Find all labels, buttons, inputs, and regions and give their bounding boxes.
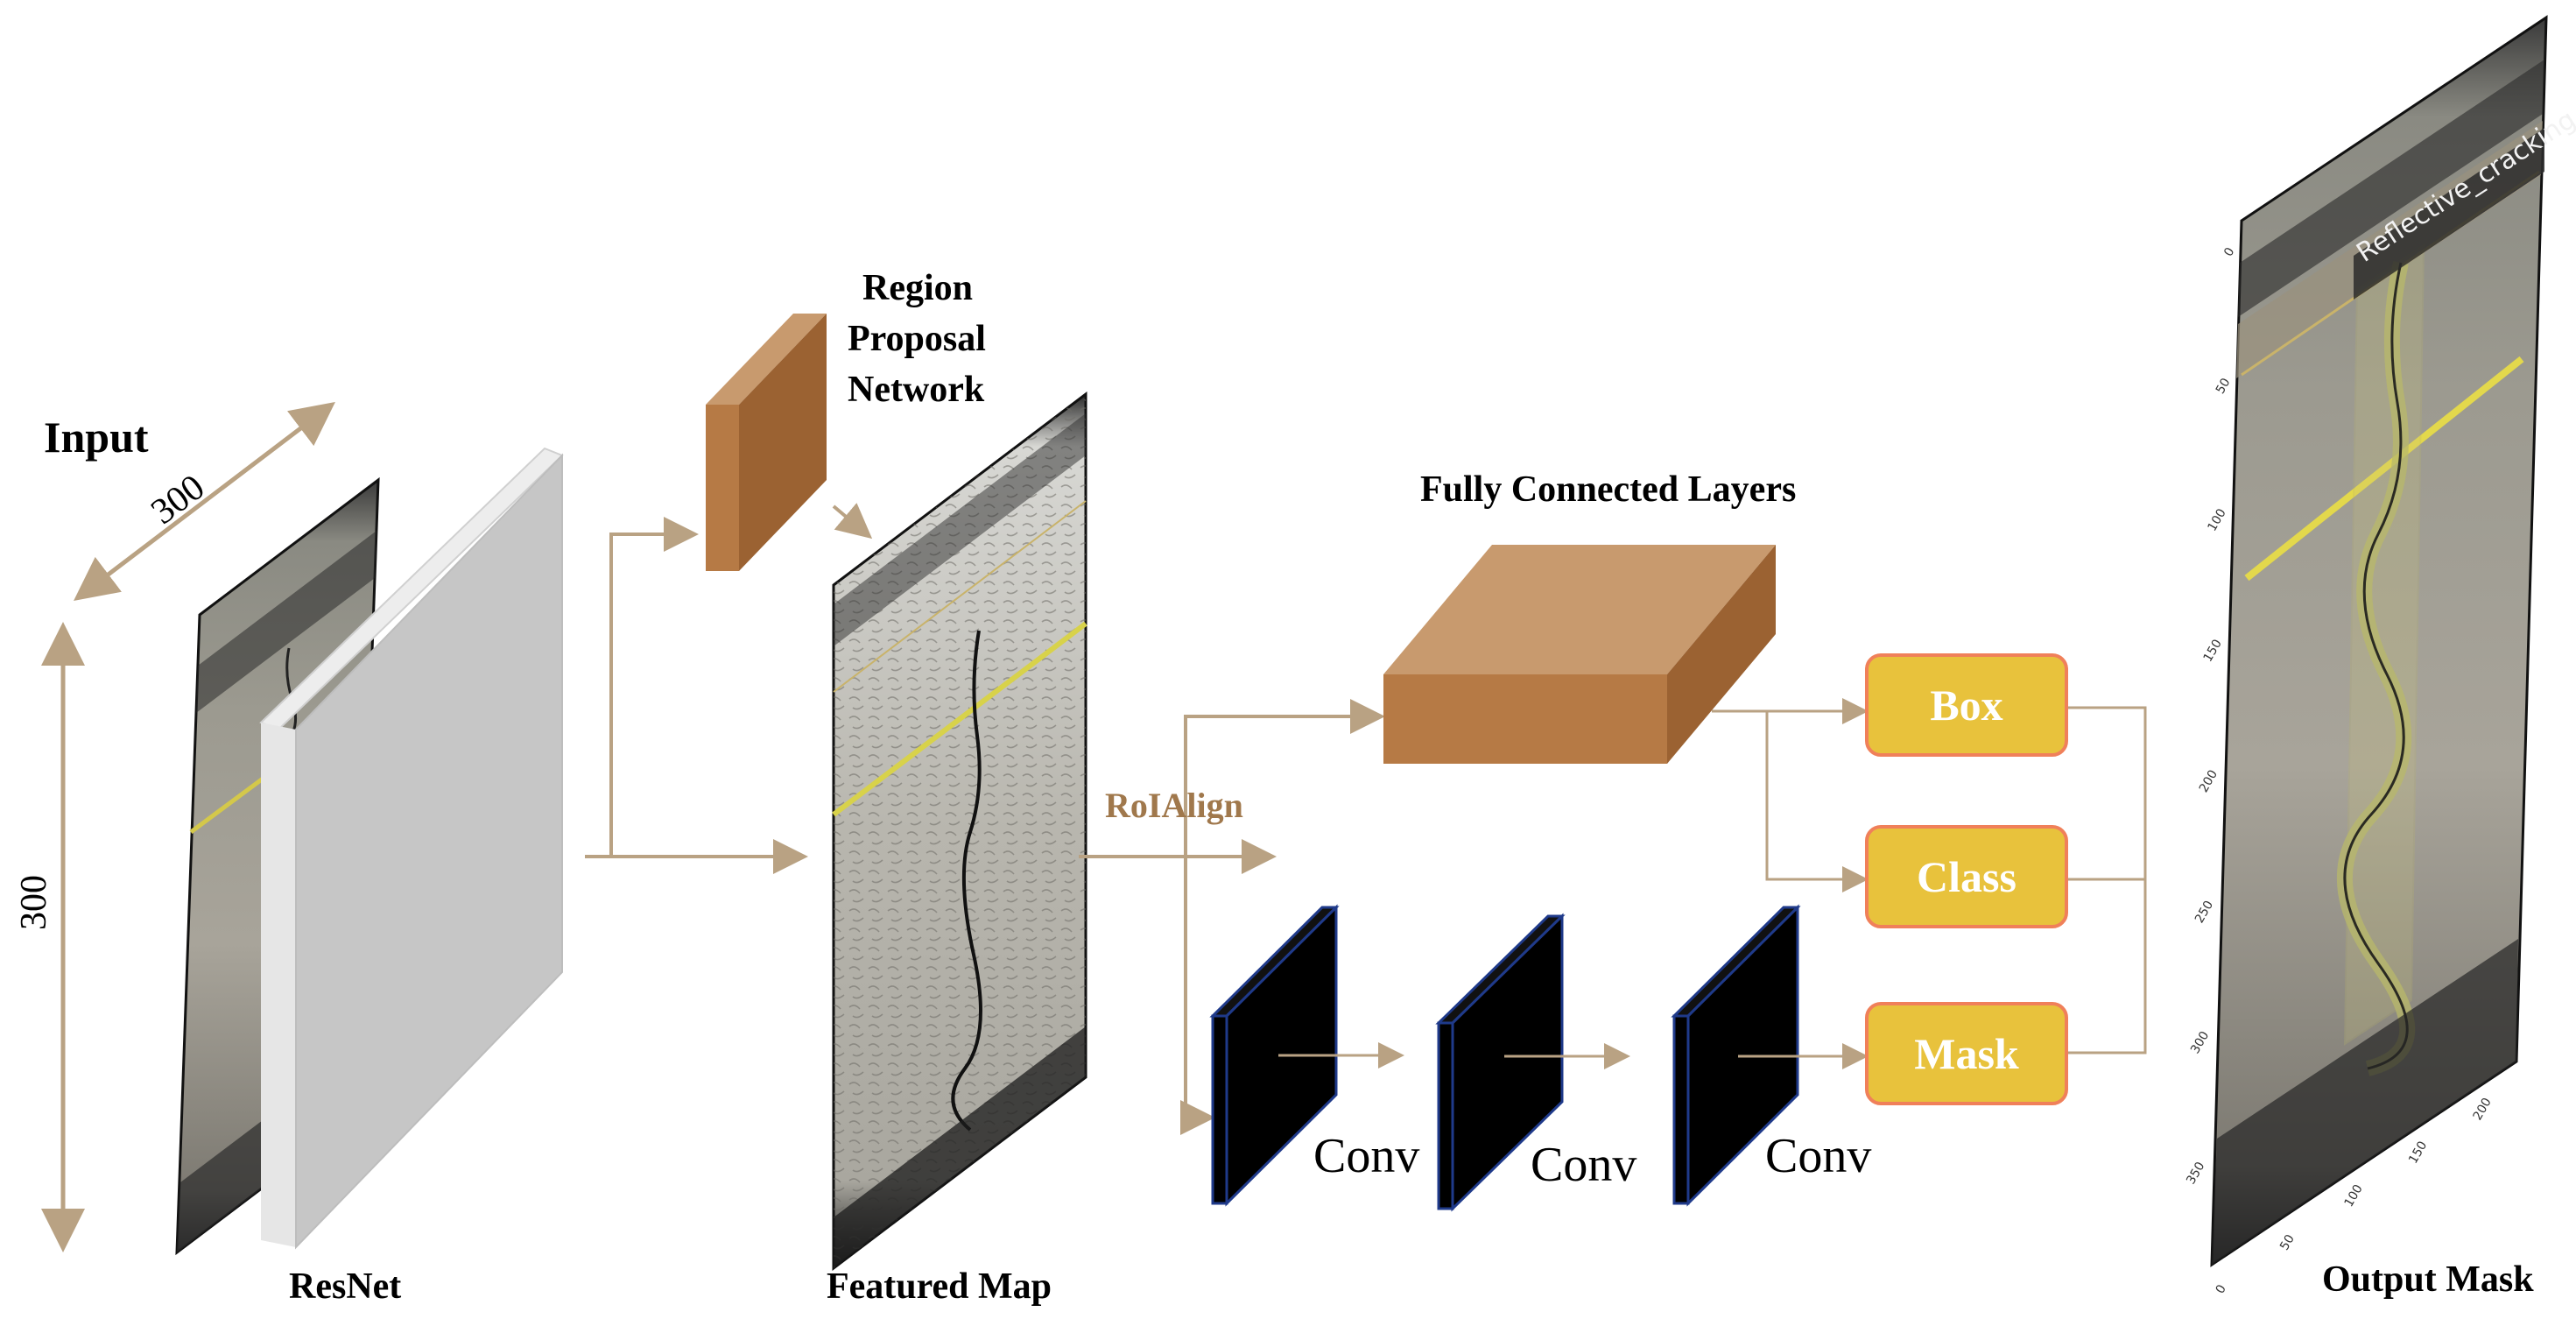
featured-map-label: Featured Map (827, 1266, 1052, 1307)
rpn-label-line2: Proposal (848, 319, 986, 359)
rpn-label-line1: Region (862, 268, 973, 308)
class-head: Class (1865, 825, 2068, 928)
roialign-to-conv-arrow (1180, 857, 1215, 1135)
y-tick-label: 350 (2184, 1160, 2207, 1187)
resnet-to-rpn-arrow (609, 517, 699, 857)
width-dimension-label: 300 (144, 467, 212, 533)
fc-layers-label: Fully Connected Layers (1420, 469, 1797, 510)
fc-block (1383, 545, 1776, 764)
output-mask-label: Output Mask (2322, 1259, 2534, 1300)
conv3-label: Conv (1765, 1129, 1872, 1183)
conv2-label: Conv (1531, 1138, 1637, 1192)
y-tick-label: 200 (2197, 768, 2221, 795)
resnet-label: ResNet (289, 1266, 402, 1307)
x-tick-label: 50 (2277, 1232, 2298, 1252)
height-dimension-label: 300 (14, 875, 54, 930)
roialign-to-fc-arrow (1184, 699, 1385, 857)
rpn-label-line3: Network (848, 370, 985, 410)
rpn-to-feature-map-arrow (832, 503, 873, 540)
box-head: Box (1865, 653, 2068, 757)
fc-to-class-arrow (1765, 711, 1869, 892)
y-tick-label: 100 (2206, 506, 2229, 533)
x-tick-label: 150 (2406, 1139, 2430, 1166)
y-tick-label: 250 (2192, 899, 2216, 926)
roialign-label: RoIAlign (1105, 786, 1243, 825)
feature-map-image (832, 391, 1087, 1272)
conv-block-2 (1435, 913, 1566, 1212)
output-mask-image (2210, 15, 2548, 1267)
x-tick-label: 0 (2214, 1282, 2229, 1296)
x-tick-label: 200 (2471, 1096, 2495, 1123)
y-tick-label: 150 (2201, 637, 2225, 664)
rpn-block (706, 314, 827, 571)
y-tick-label: 0 (2221, 245, 2237, 259)
conv1-label: Conv (1313, 1129, 1420, 1183)
x-tick-label: 100 (2342, 1182, 2366, 1210)
width-dimension-arrow (74, 401, 335, 602)
input-label: Input (44, 413, 149, 462)
mask-head: Mask (1865, 1002, 2068, 1105)
y-tick-label: 300 (2188, 1029, 2212, 1056)
y-tick-label: 50 (2214, 376, 2234, 396)
resnet-block (259, 447, 564, 1250)
